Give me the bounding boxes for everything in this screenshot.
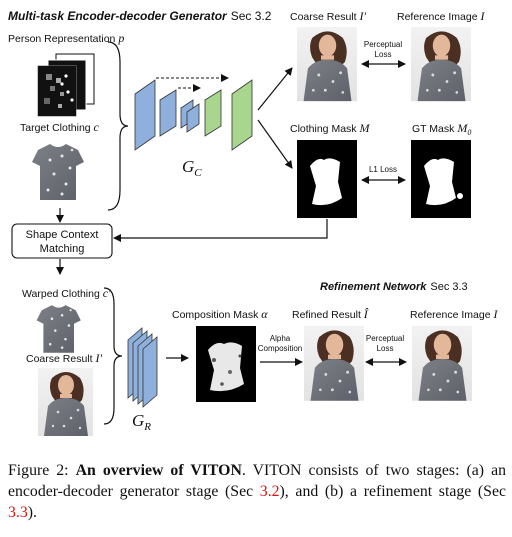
coarse-result-2-label: Coarse Result I′ xyxy=(26,351,102,365)
gt-mask-image xyxy=(411,140,471,218)
gr-label: GR xyxy=(132,411,151,433)
caption-title: An overview of VITON xyxy=(75,462,242,479)
warped-clothing-image xyxy=(36,305,81,353)
generator-gc-network xyxy=(134,74,253,151)
arrow-to-coarse xyxy=(257,67,293,111)
reference-image-label: Reference Image I xyxy=(397,9,485,23)
refined-result-label: Refined Result Î xyxy=(292,307,369,321)
clothing-mask-label: Clothing Mask M xyxy=(290,121,370,135)
reference-image-2 xyxy=(412,326,472,401)
coarse-result-label: Coarse Result I′ xyxy=(290,9,366,23)
caption-label: Figure 2: xyxy=(8,462,69,479)
arrow-to-mask xyxy=(257,119,293,169)
figure-caption: Figure 2: An overview of VITON. VITON co… xyxy=(8,462,506,521)
l1-loss-label: L1 Loss xyxy=(369,165,397,174)
coarse-result-image xyxy=(297,27,357,102)
target-clothing-label: Target Clothing c xyxy=(20,120,100,134)
target-clothing-image xyxy=(32,144,84,200)
caption-ref-b[interactable]: 3.3 xyxy=(8,504,28,521)
warped-clothing-label: Warped Clothing c′ xyxy=(22,286,111,300)
composition-mask-label: Composition Mask α xyxy=(172,307,268,321)
shape-context-box xyxy=(11,223,113,259)
clothing-mask-image xyxy=(297,140,357,218)
reference-image-2-label: Reference Image I xyxy=(410,307,498,321)
mask-to-shape-context-arrow xyxy=(113,219,328,242)
refined-result-image xyxy=(304,326,364,401)
composition-mask-image xyxy=(196,326,256,402)
person-representation-stack xyxy=(37,53,95,117)
gt-mask-label: GT Mask M0 xyxy=(412,121,471,137)
coarse-result-2-image xyxy=(38,368,93,436)
reference-image xyxy=(411,27,471,102)
caption-ref-a[interactable]: 3.2 xyxy=(259,483,280,500)
person-rep-label: Person Representation p xyxy=(8,31,124,45)
input-bracket xyxy=(107,41,129,211)
generator-gr-network xyxy=(127,327,158,408)
gc-label: GC xyxy=(182,157,202,179)
refinement-bracket xyxy=(103,287,123,425)
